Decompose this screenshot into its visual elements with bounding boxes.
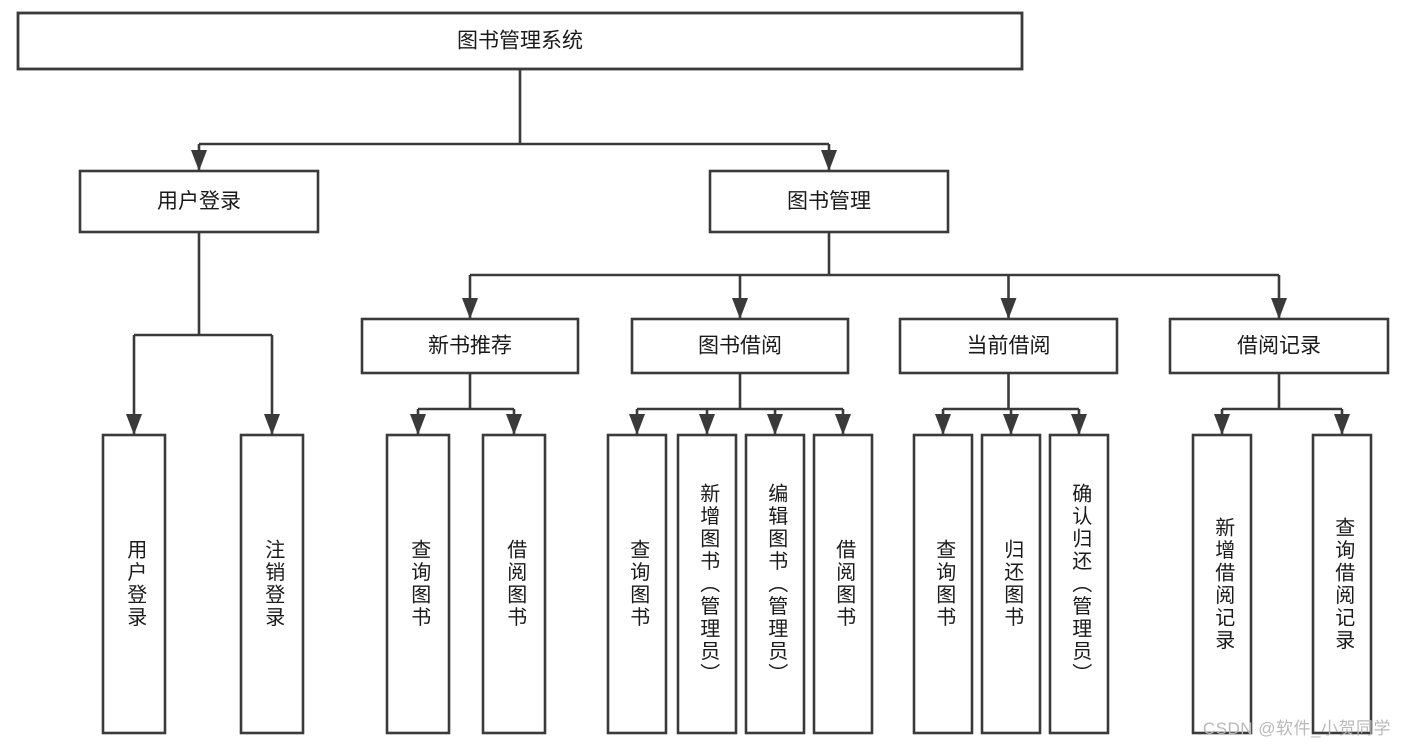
arrowhead-leaf-图书借阅-2 <box>767 414 783 435</box>
arrowhead-leaf-图书借阅-0 <box>629 414 645 435</box>
node-leaf-用户登录-0[interactable] <box>101 433 167 735</box>
node-leaf-确认归还管理员-10[interactable] <box>1048 433 1110 735</box>
arrowhead-root-1 <box>821 150 837 171</box>
node-l3-图书借阅[interactable] <box>630 317 850 375</box>
arrowhead-leaf-当前借阅-0 <box>935 414 951 435</box>
arrowhead-leaf-新书推荐-0 <box>410 414 426 435</box>
node-root-图书管理系统[interactable] <box>16 11 1024 71</box>
node-l3-借阅记录[interactable] <box>1168 317 1390 375</box>
node-leaf-查询图书-4[interactable] <box>606 433 668 735</box>
arrowhead-bookmgmt-2 <box>1000 298 1017 319</box>
node-leaf-借阅图书-7[interactable] <box>812 433 874 735</box>
arrowhead-bookmgmt-3 <box>1271 298 1287 319</box>
arrowhead-leaf-用户登录-0 <box>126 414 142 435</box>
node-l3-当前借阅[interactable] <box>898 317 1119 375</box>
arrowhead-leaf-用户登录-1 <box>264 414 280 435</box>
node-leaf-注销登录-1[interactable] <box>239 433 305 735</box>
arrowhead-bookmgmt-0 <box>462 298 478 319</box>
csdn-watermark: CSDN @软件_小贺同学 <box>1202 719 1391 738</box>
arrowhead-root-0 <box>191 150 207 171</box>
node-leaf-查询图书-2[interactable] <box>385 433 451 735</box>
node-l2-图书管理[interactable] <box>708 169 950 234</box>
node-label-l2-用户登录: 用户登录 <box>157 190 241 213</box>
arrowhead-leaf-当前借阅-1 <box>1003 414 1019 435</box>
node-leaf-查询图书-8[interactable] <box>912 433 974 735</box>
node-leaf-新增图书管理员-5[interactable] <box>676 433 738 735</box>
node-leaf-编辑图书管理员-6[interactable] <box>744 433 806 735</box>
node-leaf-新增借阅记录-11[interactable] <box>1191 433 1253 735</box>
node-leaf-归还图书-9[interactable] <box>980 433 1042 735</box>
arrowhead-leaf-图书借阅-3 <box>835 414 851 435</box>
arrowhead-leaf-当前借阅-2 <box>1071 414 1087 435</box>
node-l3-新书推荐[interactable] <box>360 317 580 375</box>
node-label-l3-借阅记录: 借阅记录 <box>1237 335 1321 358</box>
node-label-l3-图书借阅: 图书借阅 <box>698 335 782 358</box>
node-l2-用户登录[interactable] <box>78 169 320 234</box>
node-label-l3-新书推荐: 新书推荐 <box>428 335 512 358</box>
node-label-l3-当前借阅: 当前借阅 <box>967 335 1051 358</box>
arrowhead-leaf-图书借阅-1 <box>699 414 715 435</box>
node-leaf-借阅图书-3[interactable] <box>481 433 547 735</box>
node-label-root: 图书管理系统 <box>457 30 583 53</box>
node-box-layer <box>16 11 1390 735</box>
arrowhead-leaf-借阅记录-0 <box>1214 414 1230 435</box>
arrowhead-leaf-新书推荐-1 <box>506 414 522 435</box>
arrowhead-bookmgmt-1 <box>732 298 748 319</box>
node-label-l2-图书管理: 图书管理 <box>787 190 871 213</box>
arrowhead-leaf-借阅记录-1 <box>1334 414 1350 435</box>
connector-layer <box>126 69 1350 435</box>
node-leaf-查询借阅记录-12[interactable] <box>1311 433 1373 735</box>
